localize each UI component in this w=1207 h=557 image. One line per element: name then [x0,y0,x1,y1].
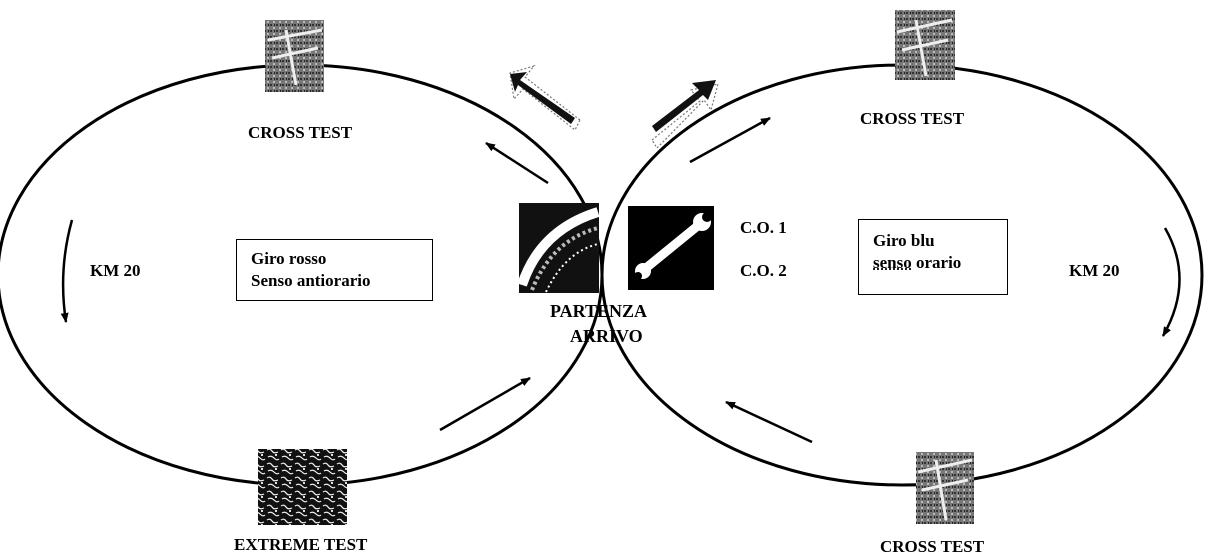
left-loop-description-box: Giro rosso Senso antiorario [236,239,433,301]
exit-arrow-right [651,80,719,149]
extreme-test-label: EXTREME TEST [234,535,368,554]
start-label: PARTENZA [550,301,648,321]
exit-arrow-left [509,64,581,131]
arrow-left-top [485,141,549,185]
arrow-left-bottom [439,376,531,432]
cross-test-label-left-top: CROSS TEST [248,123,353,142]
right-loop-line1: Giro blu [873,231,935,250]
finish-label: ARRIVO [570,326,643,346]
left-loop-line2: Senso antiorario [251,271,371,291]
arrow-left-side [60,219,74,323]
cross-test-photo-right-top [895,10,955,80]
cross-test-photo-right-bottom [916,452,974,524]
right-loop-orario: orario [915,253,962,273]
right-loop-senso: senso [873,253,912,273]
arrow-right-bottom [725,400,813,444]
cross-test-label-right-top: CROSS TEST [860,109,965,128]
extreme-test-photo [258,449,347,525]
cross-test-photo-left-top [265,20,324,92]
km-label-right: KM 20 [1069,261,1120,280]
checkpoint-2-label: C.O. 2 [740,261,787,280]
right-loop-line2: senso orario [873,252,993,274]
checkpoint-1-label: C.O. 1 [740,218,787,237]
cross-test-label-right-bottom: CROSS TEST [880,537,985,556]
km-label-left: KM 20 [90,261,141,280]
arrow-right-side [1161,227,1181,337]
arrow-right-top [689,116,771,164]
left-loop-line1: Giro rosso [251,249,327,268]
right-loop-description-box: Giro blu senso orario [858,219,1008,295]
wrench-icon [628,206,714,290]
start-finish-photo [517,203,600,293]
